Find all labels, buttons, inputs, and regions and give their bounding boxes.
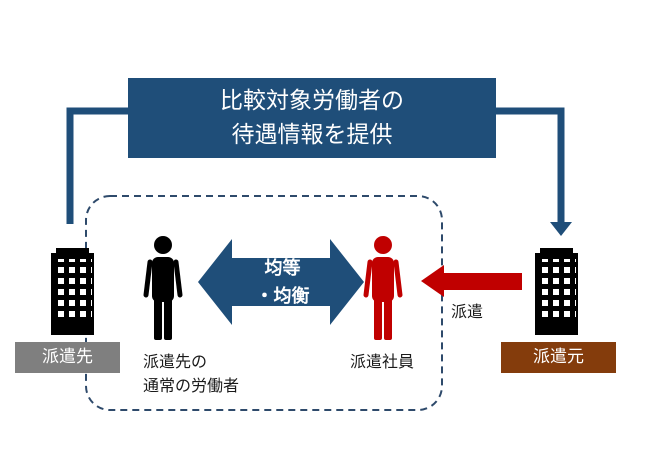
equal-line1: 均等 [264,258,301,279]
equal-treatment-label: 均等 ・均衡 [225,255,340,311]
person-icon [143,236,183,340]
info-box-line2: 待遇情報を提供 [231,122,393,148]
dispatched-worker-label: 派遣社員 [350,352,415,371]
equal-line2: ・均衡 [255,286,310,307]
origin-tag: 派遣元 [501,342,616,373]
info-provision-box: 比較対象労働者の 待遇情報を提供 [128,78,496,158]
office-building-icon [51,248,94,335]
office-building-icon [535,248,578,335]
info-flow-connector [66,107,572,236]
person-icon [363,236,403,340]
double-arrow-icon [198,239,364,325]
arrowhead-left-icon [421,265,444,297]
regular-worker-label-line1: 派遣先の [143,352,208,371]
dispatch-arrow [421,265,522,297]
destination-tag: 派遣先 [15,342,120,373]
dispatch-label: 派遣 [451,302,484,321]
arrowhead-down-icon [550,222,572,236]
info-box-line1: 比較対象労働者の [220,88,404,114]
regular-worker-label-line2: 通常の労働者 [143,376,240,395]
